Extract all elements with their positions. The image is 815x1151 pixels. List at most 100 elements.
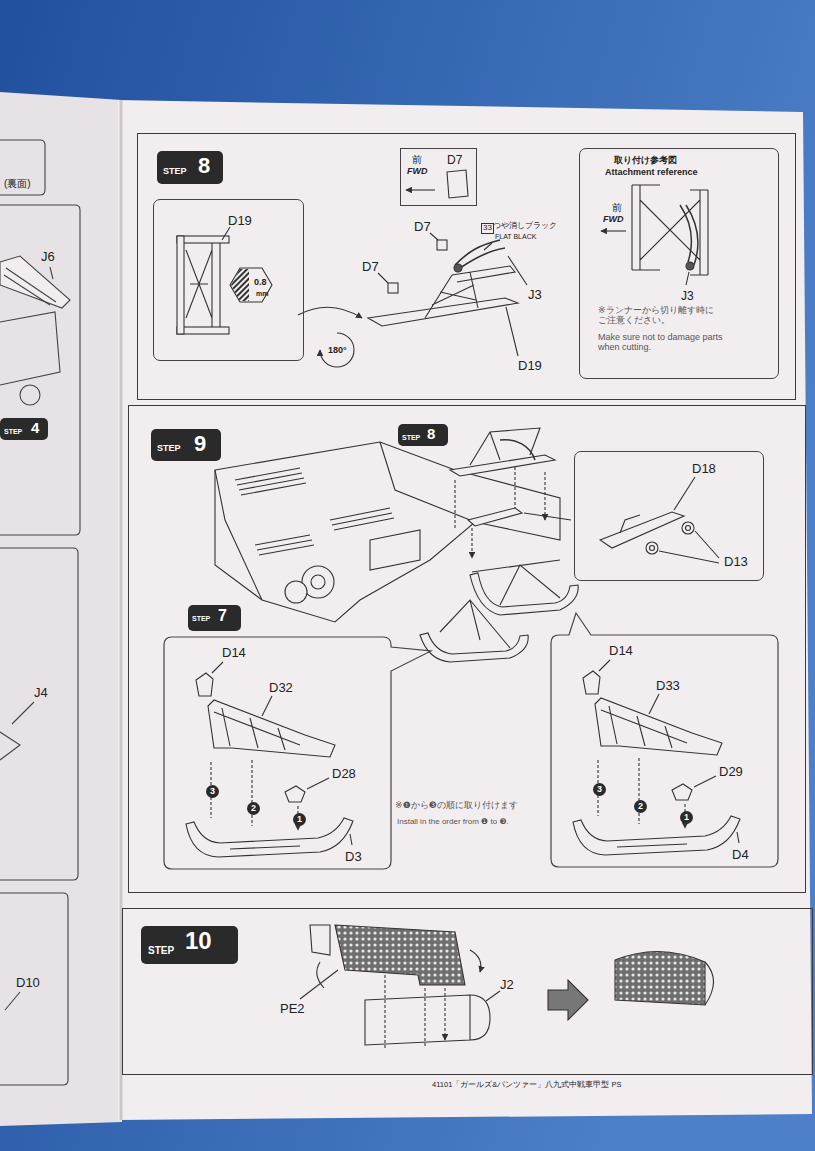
part-label: D14 [222,646,246,660]
step9-art [686,526,691,531]
step-badge: STEP 4 [0,418,48,440]
callout-art-left [211,760,298,830]
part-label: D3 [345,850,362,864]
part-label: PE2 [280,1002,305,1016]
step9-art [600,512,684,548]
note-text: ※ランナーから切り離す時に ご注意ください。 [598,306,722,326]
step8-art [686,272,689,285]
part-label: FLAT BLACK [495,233,536,241]
step9-art [285,581,307,603]
step9-art [450,455,555,476]
step8-art [231,269,249,301]
callout-outline [551,613,778,867]
callout-art-left [307,778,329,789]
step8-art [686,262,694,270]
detail-box: D18D13 [574,451,764,581]
callout-number: 1 [680,811,693,824]
step10-art [300,970,338,999]
step-label: 8 [198,154,210,178]
step10-art [705,962,714,1005]
part-label: FWD [407,167,428,177]
step-badge: STEP10 [141,926,238,964]
step-panel: PE2 J2 STEP10 [122,908,813,1075]
step-badge: STEP 7 [188,605,241,631]
callout-art-right [617,844,687,847]
step8-art [437,240,447,250]
callout-number: 1 [293,813,306,826]
callout-art-right [598,758,685,828]
step10-art [385,975,445,1048]
callout-art-right [573,660,740,855]
step9-art [330,508,394,530]
callout-art-right [737,832,739,843]
step-label: 9 [194,432,206,456]
left-page-art [0,256,70,308]
step-label: STEP [192,615,210,623]
step-badge: STEP 9 [151,429,221,461]
part-label: D10 [16,976,40,990]
note-text: ※❶から❸の順に取り付けます [395,801,518,811]
part-label: D18 [692,462,716,476]
left-page-art [0,140,80,1085]
part-label: J3 [681,290,694,303]
part-label: J3 [528,288,542,302]
part-label: J2 [500,978,514,992]
step9-art [472,560,560,605]
step-label: STEP [402,434,420,442]
part-label: D19 [518,359,542,373]
step8-art [320,333,354,367]
step9-art [620,515,640,533]
left-page-art [20,385,40,405]
step8-art [368,298,518,326]
left-page-art [0,893,68,1085]
step8-art [406,189,435,190]
step9-art [311,575,325,589]
step9-art [524,513,571,520]
step-label: 7 [218,607,227,625]
step8-art [388,283,398,293]
step8-art [186,243,220,327]
note-text: Make sure not to damage parts when cutti… [598,333,738,353]
step8-art [680,205,698,265]
step-label: STEP [4,428,22,436]
callout-art-right [672,784,692,800]
step10-art [365,995,470,1045]
step8-art [298,307,362,318]
step9-art [470,428,540,465]
step10-art [310,925,330,955]
part-label: 前 [412,154,422,165]
step9-art [186,428,740,857]
step-label: 4 [31,420,39,437]
callout-art-right [583,671,600,694]
step9-art [471,528,472,558]
part-label: D19 [228,214,252,228]
part-label: (裏面) [4,178,31,189]
callout-art-left [262,696,272,716]
step-panel: ※❶から❸の順に取り付けますInstall in the order from … [128,405,806,893]
step9-art [440,600,510,648]
left-page-art [0,205,80,535]
step-panel: 180°D7D733つや消しブラックFLAT BLACKJ3D19STEP8D1… [137,133,796,400]
step9-art [682,522,694,534]
callout-art-left [196,673,213,696]
photo-ground [118,100,812,1120]
step10-art [335,925,465,985]
step10-art [317,950,481,988]
step10-art [470,995,490,1040]
step-label: STEP [157,444,181,454]
callout-number: 3 [206,785,219,798]
step9-art [455,467,545,530]
callout-art-left [186,818,353,857]
callout-outline [164,637,391,869]
callout-outline [164,637,431,869]
part-label: J4 [34,686,48,700]
step9-art [255,535,314,555]
part-label: D14 [609,644,633,658]
callout-art-left [212,662,223,673]
part-label: 180° [328,346,347,356]
callout-art-left [208,700,335,757]
step-label: 8 [427,426,435,443]
callout-bubble: D14D32D28321D3 [164,637,391,869]
